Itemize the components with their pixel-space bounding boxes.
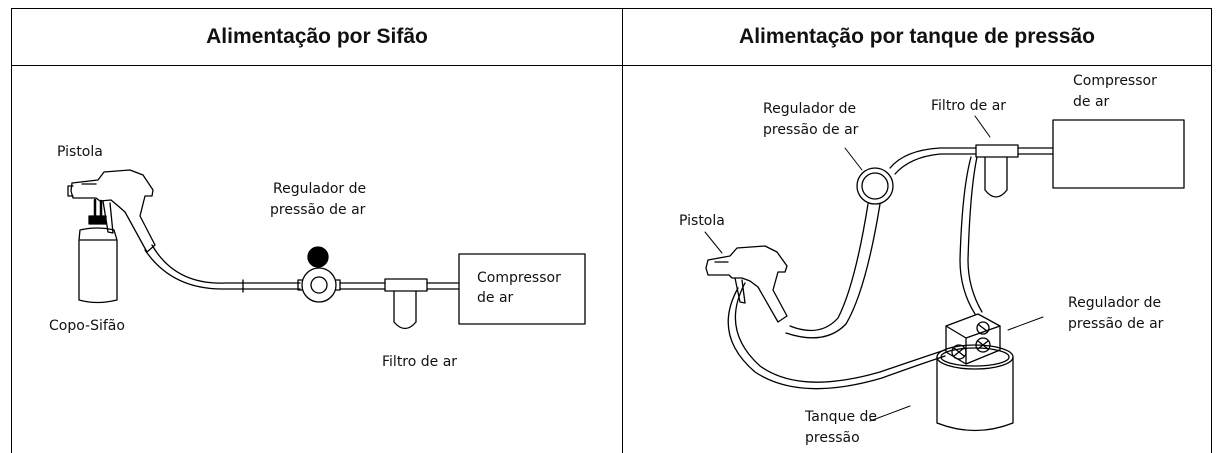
left-compressor-icon — [458, 253, 586, 325]
right-leader-lines — [704, 115, 1044, 422]
tank-label-2: pressão — [805, 430, 860, 446]
right-regulator-top-label-2: pressão de ar — [763, 122, 859, 138]
left-compressor-label-2: de ar — [477, 290, 514, 306]
siphon-cup-label: Copo-Sifão — [49, 318, 125, 334]
right-compressor-label-1: Compressor — [1073, 73, 1157, 89]
left-gun-hose — [144, 244, 301, 293]
right-spray-gun-icon — [705, 245, 788, 323]
left-air-filter-icon — [384, 278, 428, 330]
right-filter-label: Filtro de ar — [931, 98, 1007, 114]
right-top-regulator-icon — [856, 167, 894, 205]
table-left-border — [11, 8, 12, 453]
left-regulator-label-2: pressão de ar — [270, 202, 366, 218]
pressure-tank-icon — [936, 344, 1014, 432]
left-air-line — [339, 282, 460, 290]
left-filter-label: Filtro de ar — [382, 354, 458, 370]
tank-regulator-icon — [945, 313, 1001, 365]
table-top-border — [11, 8, 1212, 9]
tank-regulator-label-1: Regulador de — [1068, 295, 1162, 311]
header-divider — [11, 65, 1212, 66]
left-gun-label: Pistola — [57, 144, 103, 160]
panel-divider — [622, 8, 623, 453]
siphon-cup-icon — [78, 227, 118, 304]
right-compressor-label-2: de ar — [1073, 94, 1110, 110]
left-panel-title: Alimentação por Sifão — [206, 25, 428, 48]
tank-label-1: Tanque de — [805, 409, 878, 425]
right-gun-label: Pistola — [679, 213, 725, 229]
table-right-border — [1211, 8, 1212, 453]
tank-regulator-label-2: pressão de ar — [1068, 316, 1164, 332]
left-compressor-label-1: Compressor — [477, 270, 561, 286]
right-compressor-icon — [1052, 119, 1185, 189]
right-panel-title: Alimentação por tanque de pressão — [739, 25, 1095, 48]
left-regulator-icon — [297, 246, 341, 303]
left-spray-gun-icon — [67, 169, 156, 253]
right-regulator-top-label-1: Regulador de — [763, 101, 857, 117]
right-air-filter-icon — [975, 144, 1019, 198]
left-regulator-label-1: Regulador de — [273, 181, 367, 197]
